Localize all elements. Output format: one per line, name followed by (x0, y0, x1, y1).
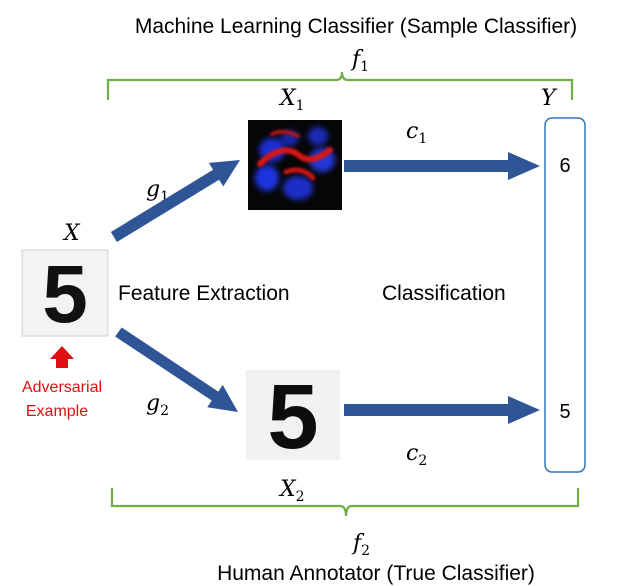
adversarial-label-line2: Example (26, 403, 88, 420)
adversarial-arrow-icon (50, 346, 74, 368)
x1-label: X1 (278, 86, 305, 114)
c1-label: c1 (406, 119, 427, 147)
g2-label: g2 (146, 391, 169, 419)
f1-label: f1 (350, 47, 369, 75)
g1-label: g1 (146, 177, 169, 205)
bottom-title: Human Annotator (True Classifier) (217, 562, 535, 585)
top-brace (106, 71, 574, 100)
x2-digit: 5 (267, 366, 318, 468)
f2-label: f2 (351, 531, 370, 559)
bottom-brace (110, 488, 580, 517)
g2-arrow (115, 327, 238, 412)
input-image: 5 (21, 249, 109, 340)
adversarial-label-line1: Adversarial (22, 379, 102, 396)
feature-extraction-label: Feature Extraction (118, 282, 290, 305)
input-digit: 5 (42, 249, 88, 340)
top-title: Machine Learning Classifier (Sample Clas… (135, 15, 577, 38)
x2-label: X2 (278, 477, 305, 505)
x1-feature-image (248, 120, 342, 210)
x-label: X (62, 221, 81, 246)
g1-arrow (110, 160, 241, 242)
output-bottom-value: 5 (559, 401, 570, 423)
classification-label: Classification (382, 282, 506, 305)
output-top-value: 6 (559, 155, 570, 177)
c2-arrow (344, 396, 540, 424)
output-box (544, 117, 586, 473)
c2-label: c2 (406, 441, 427, 469)
y-label: Y (541, 86, 558, 111)
x2-feature-image: 5 (246, 366, 340, 468)
c1-arrow (344, 152, 540, 180)
